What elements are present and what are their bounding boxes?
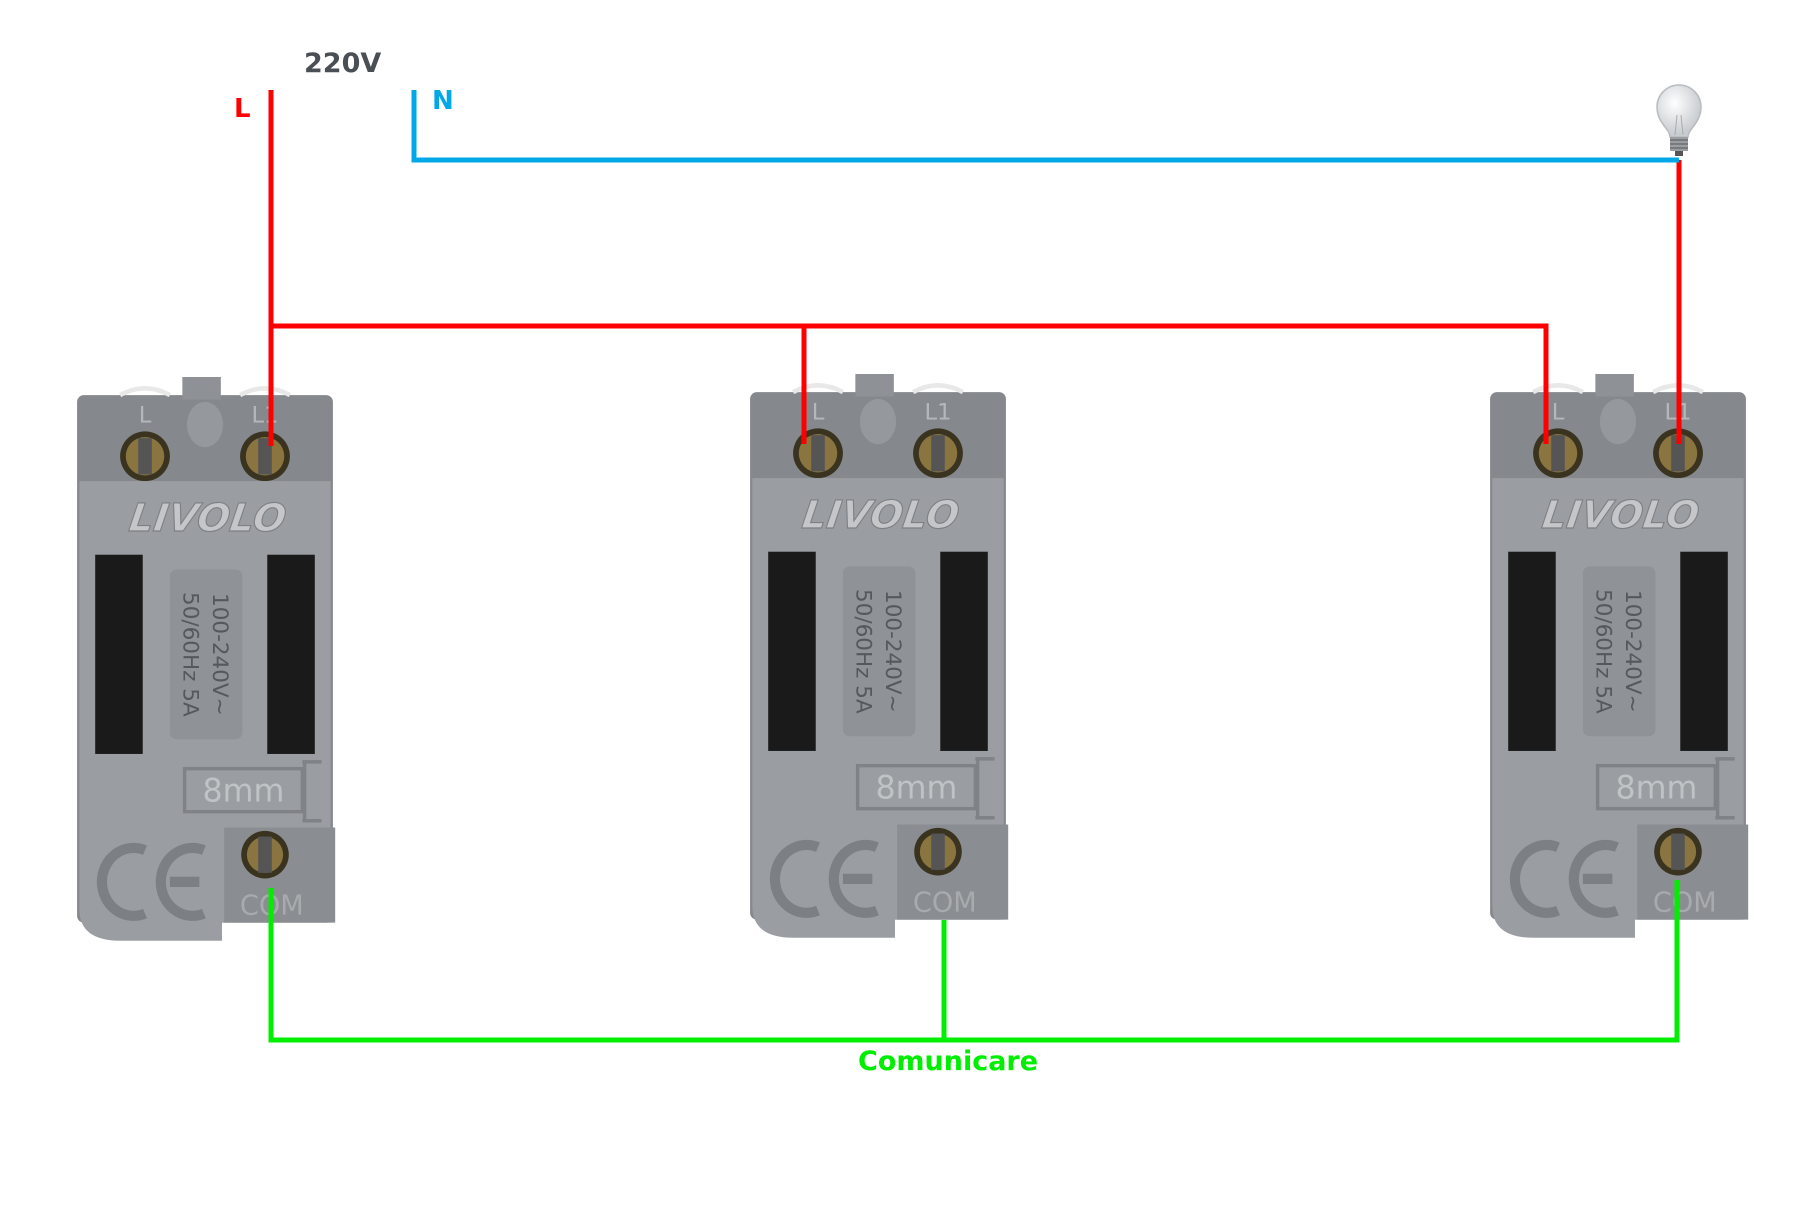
ce-mark-icon [769,839,879,918]
rating-frequency: 50/60Hz 5A [1590,589,1615,714]
slot-left [95,554,143,754]
strip-length-label: 8mm [203,774,285,810]
terminal-l1-label: L1 [251,402,278,428]
rating-voltage: 100-240V~ [880,590,905,713]
ce-mark-icon [1509,839,1619,918]
slot-left [768,551,816,751]
screw-terminal-l1[interactable] [240,431,290,482]
rating-voltage: 100-240V~ [207,593,232,716]
switch-module-3: L L1 LIVOLO 100-240V~ 50/60Hz 5A 8mm COM [1485,374,1751,940]
screw-terminal-l[interactable] [120,431,170,482]
switch-module-2: L L1 LIVOLO 100-240V~ 50/60Hz 5A 8mm COM [745,374,1011,940]
screw-terminal-com[interactable] [1654,827,1702,876]
brand-logo: LIVOLO [1539,493,1702,538]
brand-logo: LIVOLO [799,493,962,538]
strip-length-label: 8mm [876,771,958,807]
ce-mark-icon [96,842,206,921]
slot-right [267,554,315,754]
neutral-label: N [432,86,454,116]
terminal-l-label: L [139,402,152,428]
live-bus-wire [271,323,1549,444]
rating-voltage: 100-240V~ [1620,590,1645,713]
terminal-l1-label: L1 [924,399,951,425]
terminal-com-label: COM [1653,888,1717,919]
live-label: L [234,94,251,124]
screw-terminal-l1[interactable] [913,428,963,479]
slot-right [1680,551,1728,751]
slot-left [1508,551,1556,751]
brand-logo: LIVOLO [126,496,289,541]
rating-frequency: 50/60Hz 5A [850,589,875,714]
terminal-l-label: L [1552,399,1565,425]
rating-frequency: 50/60Hz 5A [177,592,202,717]
terminal-com-label: COM [913,888,977,919]
screw-terminal-com[interactable] [241,830,289,879]
communication-wire [268,880,1680,1043]
terminal-l-label: L [812,399,825,425]
switch-module-1: L L1 LIVOLO 100-240V~ 50/60Hz 5A 8mm COM [72,377,338,943]
communication-label: Comunicare [858,1046,1039,1077]
neutral-wire [411,90,1679,163]
screw-terminal-com[interactable] [914,827,962,876]
slot-right [940,551,988,751]
light-bulb-icon [1656,84,1702,156]
screw-terminal-l1[interactable] [1653,428,1703,479]
strip-length-label: 8mm [1616,771,1698,807]
supply-voltage-label: 220V [304,48,382,79]
